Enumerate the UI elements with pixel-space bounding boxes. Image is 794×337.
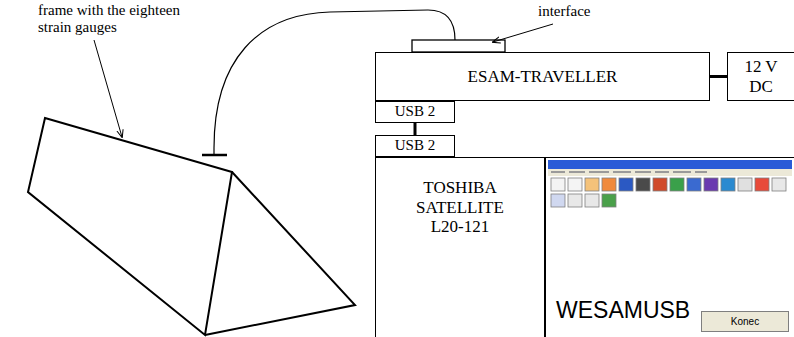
exit-button: Konec [701, 311, 789, 332]
computer-box: TOSHIBA SATELLITE L20-121 [375, 157, 545, 337]
frame-label: frame with the eighteen strain gauges [38, 2, 196, 37]
node-text: WESAMUSB [556, 297, 690, 323]
strain-frame [28, 118, 355, 335]
leader-line [94, 40, 122, 137]
software-screenshot [548, 160, 792, 207]
interface-label: interface [538, 3, 618, 20]
node-text: USB 2 [395, 103, 435, 120]
device-box: ESAM-TRAVELLER [375, 52, 710, 101]
node-text: TOSHIBA SATELLITE L20-121 [404, 178, 516, 237]
cable-link [710, 75, 727, 78]
port-box: USB 2 [375, 135, 455, 157]
interface-socket [412, 40, 505, 52]
node-text: Konec [731, 316, 759, 328]
leader-line [493, 24, 553, 42]
node-text: USB 2 [395, 137, 435, 154]
node-text: ESAM-TRAVELLER [468, 67, 618, 87]
cable-link [414, 123, 417, 135]
frame-connector [202, 154, 227, 157]
software-window: WESAMUSB Konec [545, 157, 794, 337]
node-text: 12 V DC [731, 57, 791, 96]
port-box: USB 2 [375, 101, 455, 123]
power-box: 12 V DC [727, 52, 794, 101]
